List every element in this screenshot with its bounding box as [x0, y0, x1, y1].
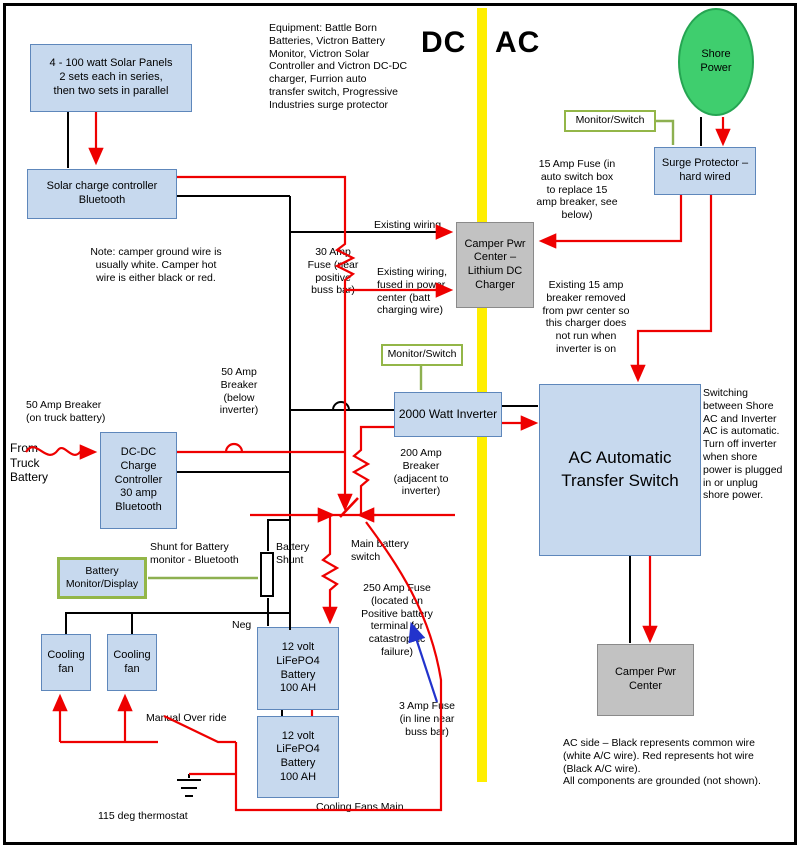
battery-1-box: 12 volt LiFePO4 Battery 100 AH	[257, 627, 339, 710]
battery-shunt-label: Battery Shunt	[276, 541, 310, 566]
battery-2-box: 12 volt LiFePO4 Battery 100 AH	[257, 716, 339, 798]
battery-monitor-display-box: Battery Monitor/Display	[57, 557, 147, 599]
cooling-fan-1-box: Cooling fan	[41, 634, 91, 691]
breaker-50-truck-note: 50 Amp Breaker (on truck battery)	[26, 399, 106, 424]
solar-charge-controller-box: Solar charge controller Bluetooth	[27, 169, 177, 219]
shunt-note: Shunt for Battery monitor - Bluetooth	[150, 541, 239, 566]
solar-panels-box: 4 - 100 watt Solar Panels 2 sets each in…	[30, 44, 192, 112]
diagram-border	[3, 3, 797, 845]
breaker-200-note: 200 Amp Breaker (adjacent to inverter)	[393, 447, 449, 498]
ground-wire-note: Note: camper ground wire is usually whit…	[90, 246, 222, 284]
existing-wiring-label: Existing wiring	[374, 219, 442, 231]
transfer-switch-box: AC Automatic Transfer Switch	[539, 384, 701, 556]
ac-section-label: AC	[495, 26, 541, 59]
camper-power-center-ac-box: Camper Pwr Center	[597, 644, 694, 716]
fuse-30amp-note: 30 Amp Fuse (near positive buss bar)	[307, 246, 359, 297]
fuse-3amp-note: 3 Amp Fuse (in line near buss bar)	[398, 700, 456, 738]
equipment-note: Equipment: Battle Born Batteries, Victro…	[269, 22, 408, 111]
fuse-15amp-note: 15 Amp Fuse (in auto switch box to repla…	[536, 158, 618, 222]
battery-shunt-component	[260, 552, 274, 597]
cooling-fan-2-box: Cooling fan	[107, 634, 157, 691]
surge-protector-box: Surge Protector – hard wired	[654, 147, 756, 195]
dcdc-charge-controller-box: DC-DC Charge Controller 30 amp Bluetooth	[100, 432, 177, 529]
cooling-fans-main-label: Cooling Fans Main	[316, 801, 404, 813]
inverter-box: 2000 Watt Inverter	[394, 392, 502, 437]
breaker-removed-note: Existing 15 amp breaker removed from pwr…	[542, 279, 630, 355]
breaker-50-below-note: 50 Amp Breaker (below inverter)	[219, 366, 259, 417]
dc-section-label: DC	[421, 26, 467, 59]
main-battery-switch-label: Main battery switch	[351, 538, 409, 563]
ac-side-note: AC side – Black represents common wire (…	[563, 737, 761, 788]
manual-override-label: Manual Over ride	[146, 712, 227, 724]
existing-fused-note: Existing wiring, fused in power center (…	[377, 266, 448, 317]
thermostat-label: 115 deg thermostat	[98, 810, 188, 822]
fuse-250-note: 250 Amp Fuse (located on Positive batter…	[361, 582, 433, 658]
neg-label: Neg	[232, 619, 252, 631]
switching-note: Switching between Shore AC and Inverter …	[703, 387, 783, 502]
camper-power-center-dc-box: Camper Pwr Center – Lithium DC Charger	[456, 222, 534, 308]
monitor-switch-mid-box: Monitor/Switch	[381, 344, 463, 366]
from-truck-battery-label: From Truck Battery	[10, 441, 49, 485]
monitor-switch-top-box: Monitor/Switch	[564, 110, 656, 132]
shore-power-node: Shore Power	[678, 8, 754, 116]
